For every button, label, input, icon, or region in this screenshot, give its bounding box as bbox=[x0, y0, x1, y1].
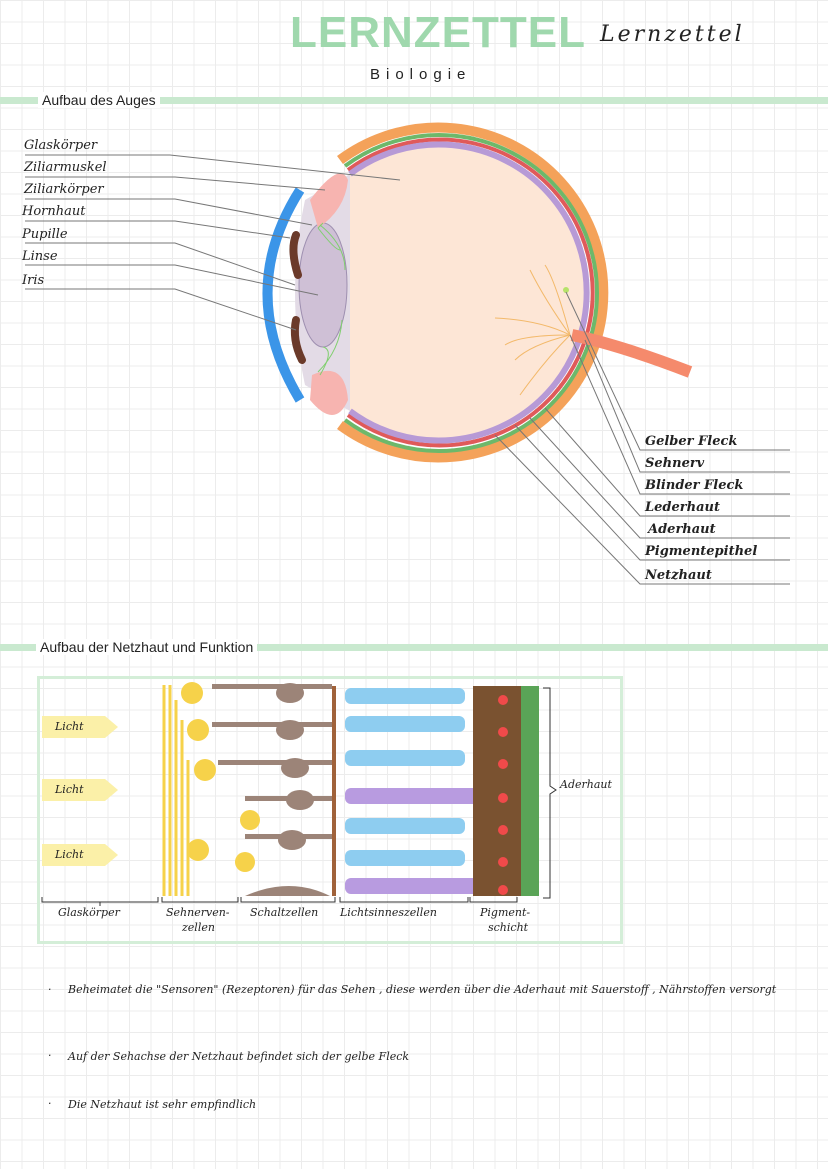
eye-diagram bbox=[25, 122, 790, 585]
note-1-line-1: Beheimatet die "Sensoren" (Rezeptoren) f… bbox=[68, 983, 726, 996]
bipolar-cells bbox=[212, 683, 336, 896]
sclera bbox=[337, 122, 609, 463]
pigment-layer bbox=[473, 686, 521, 896]
label-iris: Iris bbox=[22, 273, 45, 288]
choroid-layer bbox=[521, 686, 539, 896]
retina bbox=[348, 141, 590, 444]
light-label-2: Licht bbox=[55, 783, 84, 796]
retinal-vessels bbox=[494, 264, 571, 396]
iris-bottom bbox=[290, 316, 306, 364]
label-linse: Linse bbox=[22, 249, 58, 264]
light-label-3: Licht bbox=[55, 848, 84, 861]
page-title-script: Lernzettel bbox=[600, 22, 745, 47]
light-label-1: Licht bbox=[55, 720, 84, 733]
zonula-fibers bbox=[317, 222, 346, 376]
photoreceptors bbox=[345, 688, 490, 894]
label-schaltzellen: Schaltzellen bbox=[250, 906, 319, 919]
pigment-layer bbox=[343, 133, 599, 453]
label-gelber-fleck: Gelber Fleck bbox=[645, 434, 738, 449]
label-pigmentepithel: Pigmentepithel bbox=[645, 544, 758, 559]
eyeball bbox=[262, 122, 693, 463]
brackets bbox=[41, 687, 557, 906]
label-ziliarmuskel: Ziliarmuskel bbox=[24, 160, 107, 175]
label-sehnerv: Sehnerv bbox=[645, 456, 705, 471]
bullet-dot: · bbox=[48, 983, 52, 996]
label-pupille: Pupille bbox=[22, 227, 68, 242]
left-leader-lines bbox=[25, 154, 401, 331]
light-arrows bbox=[42, 716, 118, 866]
label-glaskoerper: Glaskörper bbox=[24, 138, 98, 153]
yellow-spot bbox=[563, 287, 569, 293]
label-lederhaut: Lederhaut bbox=[645, 500, 720, 515]
note-2: Auf der Sehachse der Netzhaut befindet s… bbox=[68, 1050, 410, 1063]
label-blinder-fleck: Blinder Fleck bbox=[645, 478, 744, 493]
section-title-eye: Aufbau des Auges bbox=[38, 92, 160, 108]
label-lichtsinneszellen: Lichtsinneszellen bbox=[340, 906, 437, 919]
section-divider bbox=[0, 97, 828, 104]
retina-diagram-frame bbox=[37, 676, 623, 944]
choroid bbox=[346, 137, 595, 448]
label-ziliarkoerper: Ziliarkörper bbox=[24, 182, 104, 197]
ganglion-cells bbox=[181, 682, 260, 872]
label-aderhaut-retina: Aderhaut bbox=[560, 778, 612, 791]
nerve-fibers bbox=[162, 685, 190, 896]
subject-title: Biologie bbox=[370, 66, 472, 83]
label-glaskoerper-retina: Glaskörper bbox=[58, 906, 120, 919]
page-title-logo: LERNZETTEL bbox=[290, 8, 586, 57]
ciliary-body-bottom bbox=[310, 370, 348, 415]
label-pigmentschicht-2: schicht bbox=[488, 921, 529, 934]
label-pigmentschicht-1: Pigment- bbox=[480, 906, 531, 919]
note-1: Beheimatet die "Sensoren" (Rezeptoren) f… bbox=[68, 979, 798, 1001]
right-leader-lines bbox=[494, 291, 790, 585]
section-title-retina: Aufbau der Netzhaut und Funktion bbox=[36, 639, 258, 655]
label-netzhaut: Netzhaut bbox=[645, 568, 712, 583]
optic-nerve bbox=[570, 329, 693, 378]
label-hornhaut: Hornhaut bbox=[22, 204, 86, 219]
cornea bbox=[262, 187, 305, 403]
iris-top bbox=[289, 231, 302, 279]
note-3: Die Netzhaut ist sehr empfindlich bbox=[68, 1098, 257, 1111]
section-divider bbox=[0, 644, 828, 651]
label-sehnervenzellen-2: zellen bbox=[182, 921, 215, 934]
label-aderhaut: Aderhaut bbox=[648, 522, 716, 537]
label-sehnervenzellen-1: Sehnerven- bbox=[166, 906, 230, 919]
bullet-dot: · bbox=[48, 1097, 52, 1110]
bullet-dot: · bbox=[48, 1049, 52, 1062]
note-1-line-2: versorgt bbox=[729, 983, 777, 996]
ciliary-body-top bbox=[310, 173, 348, 228]
